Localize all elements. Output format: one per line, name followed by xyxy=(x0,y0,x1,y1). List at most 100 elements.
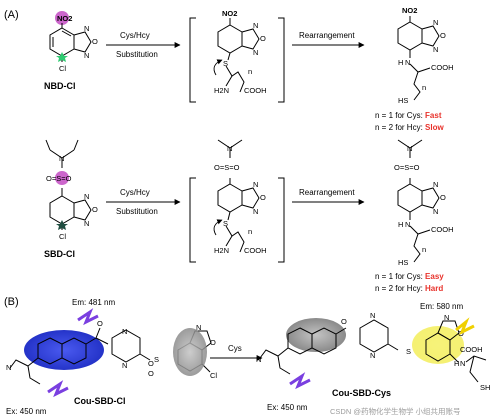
svg-text:n = 2 for Hcy: Slow: n = 2 for Hcy: Slow xyxy=(375,123,444,132)
cou-nh: H xyxy=(454,359,459,368)
nbd-intermediate xyxy=(189,17,285,103)
svg-text:N: N xyxy=(370,311,375,320)
sbd-dark-star xyxy=(56,220,68,230)
em-right-label: Em: 580 nm xyxy=(420,302,463,311)
sbd-int-n: n xyxy=(248,227,252,236)
svg-text:N: N xyxy=(253,21,258,30)
svg-text:O: O xyxy=(92,37,98,46)
svg-text:H: H xyxy=(398,220,403,229)
svg-text:N: N xyxy=(407,144,412,153)
nbd-arrow2-top: Rearrangement xyxy=(299,31,355,40)
sbd-name: SBD-Cl xyxy=(44,249,75,259)
svg-text:O: O xyxy=(148,359,154,368)
svg-text:N: N xyxy=(433,180,438,189)
watermark: CSDN @药物化学生物学 小组共用账号 xyxy=(330,406,461,416)
svg-text:N: N xyxy=(122,361,127,370)
nbd-no2-label: NO2 xyxy=(57,14,72,23)
ex-left-label: Ex: 450 nm xyxy=(6,407,47,416)
nbd-int-no2: NO2 xyxy=(222,9,237,18)
grey-ellipse-right xyxy=(286,318,346,352)
grey-ellipse-left xyxy=(173,328,207,376)
nbd-prod-n: N xyxy=(405,58,410,67)
sbd-hcy-line: n = 2 for Hcy: xyxy=(375,284,425,293)
cou-n: N xyxy=(460,359,465,368)
cou-sbd-cys-structure xyxy=(259,319,487,383)
sbd-cys-result: Easy xyxy=(425,272,444,281)
svg-text:N: N xyxy=(256,355,261,364)
cou-s-left: S xyxy=(154,355,159,364)
svg-text:N: N xyxy=(370,351,375,360)
em-left-label: Em: 481 nm xyxy=(72,298,115,307)
cou-o-left: O xyxy=(97,319,103,328)
nbd-prod-nh: H xyxy=(398,58,403,67)
cou-cooh: COOH xyxy=(460,345,483,354)
sbd-hcy-result: Hard xyxy=(425,284,443,293)
nbd-prod-sub: n xyxy=(422,83,426,92)
nbd-cl-label: Cl xyxy=(59,64,66,73)
sbd-cl-structure xyxy=(45,139,92,230)
bolt-icon-em-right xyxy=(455,317,475,336)
svg-text:N: N xyxy=(433,18,438,27)
nbd-highlight-circle xyxy=(55,11,69,25)
svg-text:N: N xyxy=(84,24,89,33)
sbd-arrow1-bottom: Substitution xyxy=(116,207,158,216)
svg-text:N: N xyxy=(253,207,258,216)
svg-text:O: O xyxy=(260,193,266,202)
cou-s-right: S xyxy=(406,347,411,356)
svg-text:N: N xyxy=(84,219,89,228)
cys-arrow-label: Cys xyxy=(228,344,242,353)
sbd-n-top: N xyxy=(59,154,64,163)
sbd-intermediate xyxy=(189,139,285,263)
svg-text:O: O xyxy=(92,205,98,214)
svg-text:N: N xyxy=(6,363,11,372)
sbd-cys-line: n = 1 for Cys: xyxy=(375,272,425,281)
svg-text:N: N xyxy=(405,220,410,229)
nbd-int-s: S xyxy=(223,59,228,68)
nbd-prod-no2: NO2 xyxy=(402,6,417,15)
svg-text:N: N xyxy=(84,51,89,60)
sbd-int-nh2: H2N xyxy=(214,246,229,255)
svg-text:N: N xyxy=(444,313,449,322)
panel-label-a: (A) xyxy=(4,9,19,21)
sbd-cl-label: Cl xyxy=(59,232,66,241)
svg-text:O=S=O: O=S=O xyxy=(394,163,420,172)
nbd-hcy-result: Slow xyxy=(425,123,444,132)
svg-text:n = 2 for Hcy: Hard: n = 2 for Hcy: Hard xyxy=(375,284,443,293)
nbd-int-n: n xyxy=(248,67,252,76)
nbd-prod-cooh: COOH xyxy=(431,63,454,72)
svg-text:O: O xyxy=(210,338,216,347)
blue-ellipse xyxy=(24,330,104,370)
nbd-name: NBD-Cl xyxy=(44,81,76,91)
svg-text:N: N xyxy=(196,323,201,332)
panel-label-b: (B) xyxy=(4,296,19,308)
sbd-prod-sub: n xyxy=(422,245,426,254)
nbd-int-nh2: H2N xyxy=(214,86,229,95)
svg-text:O: O xyxy=(260,34,266,43)
bolt-icon xyxy=(77,308,99,326)
svg-text:N: N xyxy=(84,192,89,201)
nbd-hcy-line: n = 2 for Hcy: xyxy=(375,123,425,132)
svg-text:n = 1 for Cys: Easy: n = 1 for Cys: Easy xyxy=(375,272,444,281)
sbd-so: O=S=O xyxy=(46,174,72,183)
svg-text:O: O xyxy=(148,369,154,378)
nbd-cys-line: n = 1 for Cys: xyxy=(375,111,425,120)
nbd-arrow1-top: Cys/Hcy xyxy=(120,31,150,40)
sbd-product xyxy=(397,139,440,263)
sbd-prod-cooh: COOH xyxy=(431,225,454,234)
svg-text:N: N xyxy=(122,327,127,336)
svg-text:N: N xyxy=(253,48,258,57)
sbd-highlight-circle xyxy=(55,171,69,185)
sbd-int-s: S xyxy=(223,219,228,228)
svg-text:N: N xyxy=(227,144,232,153)
cou-sh: SH xyxy=(480,383,490,392)
nbd-arrow1-bottom: Substitution xyxy=(116,50,158,59)
nbd-prod-hs: HS xyxy=(398,96,408,105)
nbd-green-star xyxy=(56,52,68,62)
sbd-prod-hs: HS xyxy=(398,258,408,267)
svg-text:O: O xyxy=(440,193,446,202)
sbd-int-cooh: COOH xyxy=(244,246,267,255)
nbd-product xyxy=(397,16,440,101)
svg-text:N: N xyxy=(433,45,438,54)
svg-text:O=S=O: O=S=O xyxy=(214,163,240,172)
svg-text:N: N xyxy=(433,207,438,216)
